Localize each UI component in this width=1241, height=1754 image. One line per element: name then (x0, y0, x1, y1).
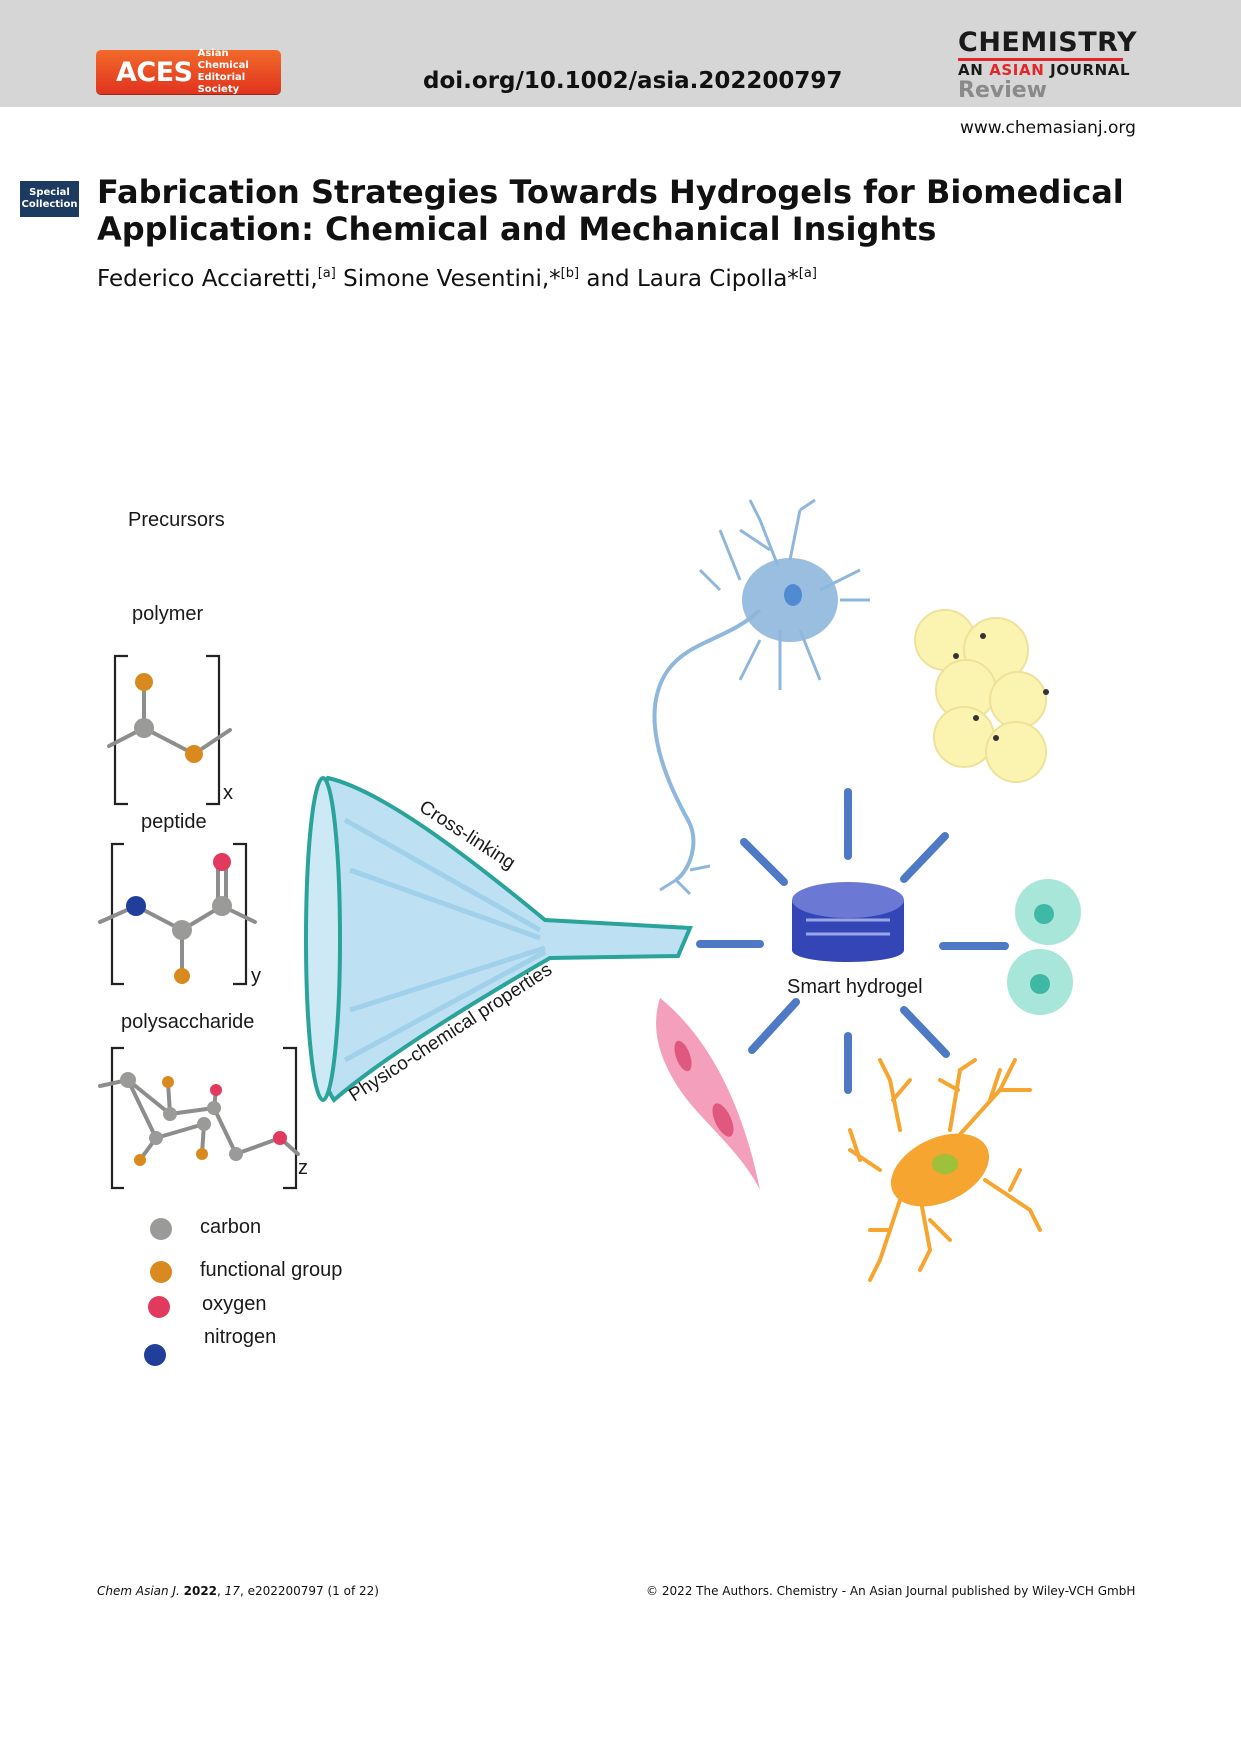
peptide-carbon-2 (212, 896, 232, 916)
peptide-oxygen (213, 853, 231, 871)
peptide-carbon (172, 920, 192, 940)
polymer-functional-group-2 (185, 745, 203, 763)
muscle-cell (656, 998, 760, 1190)
polysaccharide-carbon (120, 1072, 136, 1088)
polysaccharide-carbon-6 (229, 1147, 243, 1161)
journal-website-link[interactable]: www.chemasianj.org (960, 118, 1136, 138)
legend-nitrogen-swatch (144, 1344, 166, 1366)
atom-legend: carbon functional group oxygen nitrogen (144, 1216, 342, 1366)
legend-carbon-label: carbon (200, 1216, 261, 1238)
polysaccharide-oxygen-2 (273, 1131, 287, 1145)
journal-name: CHEMISTRY (958, 27, 1137, 58)
polymer-label: polymer (132, 603, 203, 625)
adipocyte-cluster (914, 609, 1049, 783)
peptide-functional-group (174, 968, 190, 984)
precursors-label: Precursors (128, 509, 225, 531)
smart-hydrogel (792, 882, 904, 962)
legend-oxygen-swatch (148, 1296, 170, 1318)
legend-functional-group-label: functional group (200, 1259, 342, 1281)
astrocyte-cell (848, 1058, 1042, 1282)
polysaccharide-subscript: z (298, 1157, 308, 1179)
polysaccharide-carbon-4 (149, 1131, 163, 1145)
polysaccharide-functional-group-3 (134, 1154, 146, 1166)
peptide-structure (110, 842, 248, 986)
peptide-subscript: y (251, 965, 261, 987)
graphical-abstract: Precursors polymer x peptide y polysacch… (98, 498, 1081, 1366)
doi-link[interactable]: doi.org/10.1002/asia.202200797 (423, 68, 843, 94)
neuron-cell (652, 498, 870, 896)
polymer-structure (113, 654, 221, 806)
polysaccharide-carbon-2 (163, 1107, 177, 1121)
polysaccharide-carbon-5 (197, 1117, 211, 1131)
polymer-functional-group (135, 673, 153, 691)
article-type: Review (958, 78, 1047, 103)
journal-divider (958, 58, 1123, 61)
aces-logo-sub: Asian Chemical Editorial Society (197, 48, 249, 95)
peptide-label: peptide (141, 811, 207, 833)
polysaccharide-carbon-3 (207, 1101, 221, 1115)
legend-nitrogen-label: nitrogen (204, 1326, 276, 1348)
article-title: Fabrication Strategies Towards Hydrogels… (97, 173, 1124, 248)
aces-logo[interactable]: ACES Asian Chemical Editorial Society (96, 48, 281, 95)
polymer-carbon (134, 718, 154, 738)
polysaccharide-functional-group-2 (196, 1148, 208, 1160)
polysaccharide-structure (110, 1046, 298, 1190)
stem-cells (1007, 879, 1081, 1015)
polysaccharide-label: polysaccharide (121, 1011, 254, 1033)
polysaccharide-functional-group (162, 1076, 174, 1088)
copyright-footer: © 2022 The Authors. Chemistry - An Asian… (646, 1584, 1136, 1598)
citation-footer: Chem Asian J. 2022, 17, e202200797 (1 of… (97, 1584, 379, 1598)
hydrogel-rays (696, 788, 1009, 1094)
polymer-subscript: x (223, 782, 233, 804)
legend-oxygen-label: oxygen (202, 1293, 267, 1315)
polysaccharide-oxygen (210, 1084, 222, 1096)
journal-subtitle: AN ASIAN JOURNAL (958, 61, 1131, 79)
funnel (304, 775, 693, 1103)
legend-functional-group-swatch (150, 1261, 172, 1283)
peptide-nitrogen (126, 896, 146, 916)
smart-hydrogel-label: Smart hydrogel (787, 976, 923, 998)
aces-logo-main: ACES (116, 56, 193, 88)
author-list: Federico Acciaretti,[a] Simone Vesentini… (97, 266, 817, 292)
legend-carbon-swatch (150, 1218, 172, 1240)
special-collection-badge[interactable]: Special Collection (20, 181, 79, 217)
